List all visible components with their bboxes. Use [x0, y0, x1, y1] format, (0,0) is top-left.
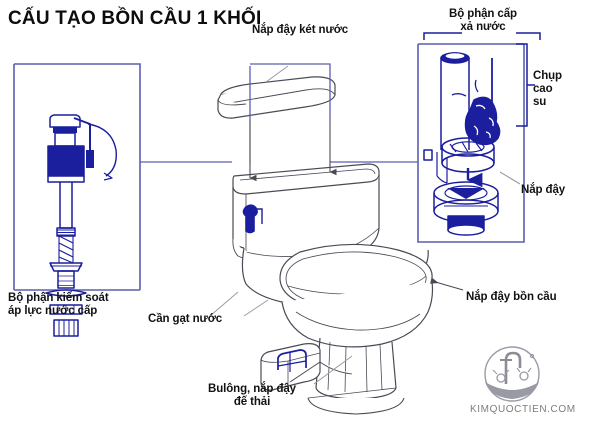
right-panel-frame — [417, 43, 525, 243]
bolt-cap-part — [277, 349, 307, 372]
label-pressure-control: Bộ phận kiểm soát áp lực nước cấp — [8, 292, 109, 318]
label-rubber-seal: Chụp cao su — [533, 70, 562, 109]
leader-valve-cap — [499, 171, 521, 185]
tank-lid-leader — [265, 65, 289, 83]
flush-valve-artwork — [423, 52, 501, 236]
watermark-text: KIMQUOCTIEN.COM — [470, 404, 576, 415]
flush-lever-part — [242, 204, 263, 234]
label-tank-lid: Nắp đậy két nước — [252, 24, 349, 36]
leader-flush-lever-2 — [243, 299, 269, 317]
left-panel-frame — [13, 63, 141, 291]
toilet-artwork — [232, 163, 434, 415]
leader-bolt-cap — [289, 361, 321, 383]
label-valve-cap: Nắp đậy — [521, 184, 566, 196]
label-flush-assembly: Bộ phận cấp xả nước — [449, 8, 517, 34]
rubber-seal-bracket — [516, 43, 535, 127]
rubber-flapper — [451, 79, 501, 146]
label-bolt-cap: Bulông, nắp đậy đế thải — [208, 383, 296, 409]
leader-seat-cover — [430, 277, 464, 291]
leader-flush-lever — [209, 291, 239, 317]
fill-valve-artwork — [45, 114, 117, 337]
flush-assembly-bracket — [423, 32, 541, 40]
valve-seat-part — [433, 181, 499, 223]
label-seat-cover: Nắp đậy bồn cầu — [466, 291, 557, 303]
page-title: CẤU TẠO BỒN CẦU 1 KHỐI — [8, 8, 262, 29]
valve-cap-part — [441, 137, 495, 173]
label-flush-lever: Cần gạt nước — [148, 313, 223, 325]
arrow-tank-top-stem — [250, 63, 331, 120]
tank-lid-artwork — [217, 76, 336, 119]
leader-bolt-cap-2 — [313, 355, 353, 385]
brand-logo-icon — [484, 346, 540, 402]
